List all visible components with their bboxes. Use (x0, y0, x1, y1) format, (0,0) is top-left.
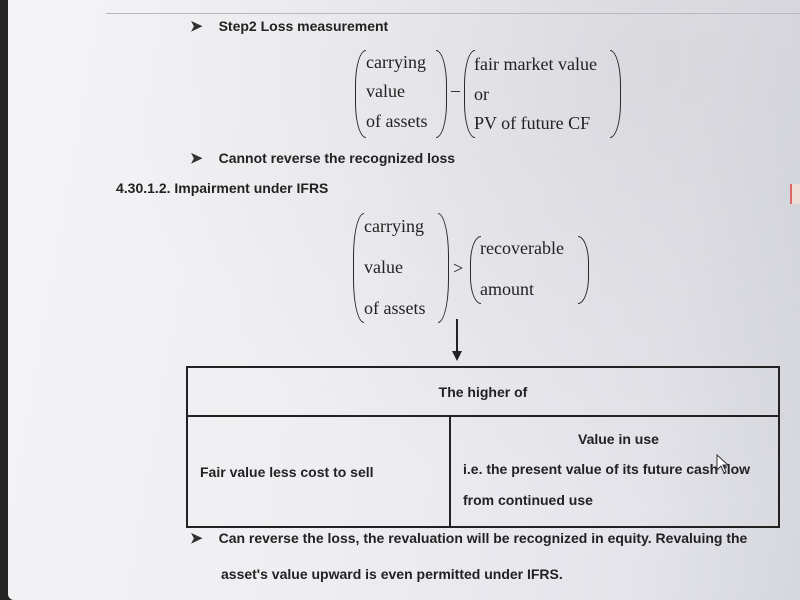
table-header: The higher of (188, 368, 778, 417)
bullet-can-reverse: ➤ Can reverse the loss, the revaluation … (190, 529, 747, 547)
bullet-cannot-reverse-text: Cannot reverse the recognized loss (218, 150, 456, 166)
bullet-can-reverse-continuation: asset's value upward is even permitted u… (221, 566, 563, 582)
bullet-step2: ➤ Step2 Loss measurement (190, 17, 388, 35)
bullet-can-reverse-line1: Can reverse the loss, the revaluation wi… (218, 530, 748, 546)
formula1-right-line3: PV of future CF (474, 113, 591, 133)
bullet-can-reverse-line2: asset's value upward is even permitted u… (221, 566, 563, 582)
arrowhead-bullet-icon: ➤ (190, 150, 203, 167)
right-paren (578, 236, 589, 304)
formula1-left-line3: of assets (366, 111, 428, 131)
table-cell-value-in-use-line1: i.e. the present value of its future cas… (463, 461, 751, 477)
formula1-operator: – (451, 80, 460, 100)
arrowhead-bullet-icon: ➤ (190, 18, 203, 35)
table-cell-fair-value: Fair value less cost to sell (200, 464, 374, 480)
left-paren (353, 213, 364, 323)
page-edge-marker (790, 184, 800, 204)
mouse-cursor-icon (716, 454, 730, 474)
formula2-left-line2: value (364, 257, 403, 277)
right-paren (436, 50, 447, 138)
formula1-right-line1: fair market value (474, 54, 597, 74)
formula1-left-line2: value (366, 81, 405, 101)
formula2-left-line1: carrying (364, 216, 424, 236)
formula2-operator: > (453, 258, 464, 278)
bullet-step2-text: Step2 Loss measurement (218, 18, 389, 34)
table-cell-value-in-use-line2: from continued use (463, 492, 593, 508)
table-column-divider (449, 417, 451, 528)
table-cell-value-in-use-title: Value in use (578, 431, 659, 447)
document-page: ➤ Step2 Loss measurement carrying value … (8, 0, 800, 600)
bullet-cannot-reverse: ➤ Cannot reverse the recognized loss (190, 149, 455, 167)
higher-of-table: The higher of Fair value less cost to se… (186, 366, 780, 528)
table-header-text: The higher of (438, 383, 528, 400)
right-paren (438, 213, 449, 323)
top-rule (106, 13, 800, 14)
formula1-right-line2: or (474, 84, 489, 104)
formula2-left-line3: of assets (364, 298, 426, 318)
section-heading: 4.30.1.2. Impairment under IFRS (116, 180, 329, 196)
formula1-left-line1: carrying (366, 52, 426, 72)
formula2-right-line2: amount (480, 279, 534, 299)
arrowhead-bullet-icon: ➤ (190, 530, 203, 547)
left-paren (355, 50, 366, 138)
right-paren (610, 50, 621, 138)
down-arrow-icon (452, 319, 462, 361)
formula2-right-line1: recoverable (480, 238, 564, 258)
